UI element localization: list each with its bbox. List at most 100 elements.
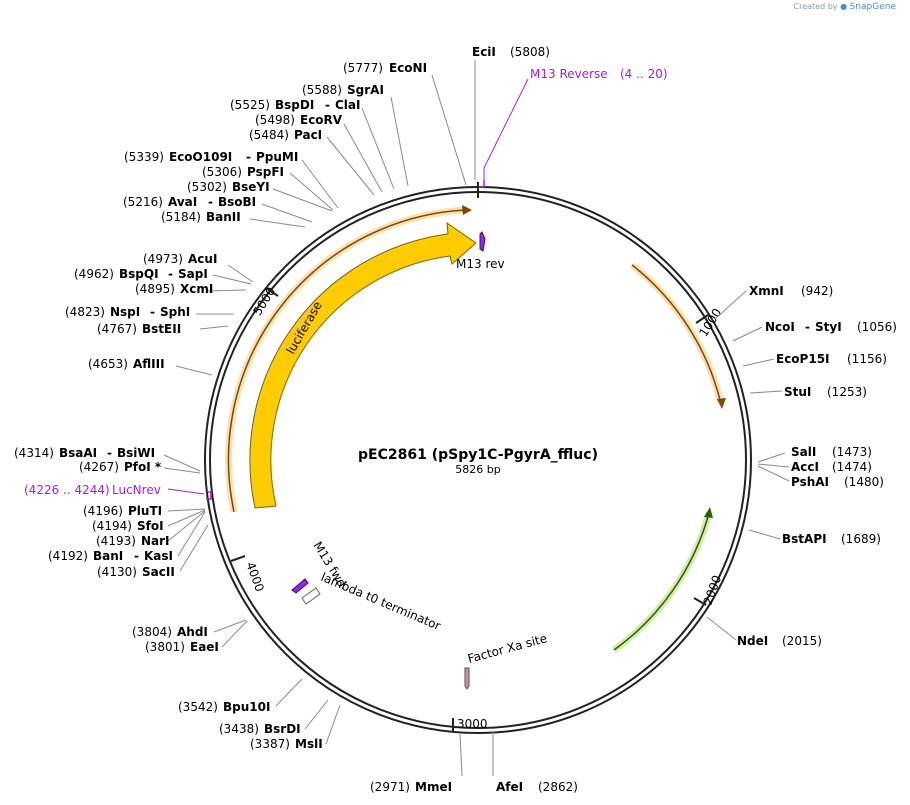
- site-pos: (5777): [343, 61, 383, 75]
- site-name: PluTI: [128, 504, 162, 518]
- tick-label-4000: 4000: [243, 560, 267, 593]
- site-pos: (4823): [65, 305, 105, 319]
- site-pos: (4314): [14, 446, 54, 460]
- site-top: EciI (5808): [472, 45, 550, 59]
- site-name: BanII: [206, 210, 241, 224]
- site-pos: (5588): [302, 83, 342, 97]
- site-name2: BsoBI: [218, 195, 256, 209]
- site-name: SfoI: [137, 519, 164, 533]
- site-pos: (4130): [97, 565, 137, 579]
- site-name2-prefix: -: [168, 267, 173, 281]
- site-pos: (5484): [249, 128, 289, 142]
- arrowhead-icon: [704, 507, 713, 518]
- site-pos: (4196): [83, 504, 123, 518]
- site-name: SalI: [791, 445, 816, 459]
- site-pos: (1056): [857, 320, 897, 334]
- site-pos: (5306): [202, 165, 242, 179]
- feature-luciferase: luciferase: [249, 221, 477, 509]
- site-pos: (5216): [123, 195, 163, 209]
- feature-label-factor-xa: Factor Xa site: [466, 631, 548, 666]
- site-name2-prefix: -: [246, 150, 251, 164]
- site-name: EcoP15I: [776, 352, 830, 366]
- site-pos: (5525): [230, 98, 270, 112]
- site-name: AccI: [791, 460, 819, 474]
- site-name: EaeI: [190, 640, 219, 654]
- site-pos: (1474): [832, 460, 872, 474]
- site-pos: (5498): [255, 113, 295, 127]
- site-pos: (5339): [124, 150, 164, 164]
- site-name: XcmI: [180, 282, 213, 296]
- site-pos: (1689): [841, 532, 881, 546]
- site-name: EcoNI: [389, 61, 427, 75]
- site-name2: StyI: [815, 320, 842, 334]
- tick-marks: [230, 182, 709, 732]
- site-name2: KasI: [144, 549, 173, 563]
- feature-m13-rev: M13 rev: [456, 231, 505, 271]
- site-name: NcoI: [765, 320, 795, 334]
- site-pos: (1480): [844, 475, 884, 489]
- site-pos: (942): [801, 284, 833, 298]
- site-name: PspFI: [247, 165, 284, 179]
- site-name: NspI: [110, 305, 140, 319]
- feature-factor-xa: Factor Xa site: [464, 631, 549, 690]
- site-pos-ecii: (5808): [510, 45, 550, 59]
- primer-m13-reverse: M13 Reverse (4 .. 20): [479, 67, 668, 188]
- site-name: AvaI: [168, 195, 197, 209]
- snapgene-credit: Created by ● SnapGene: [794, 2, 897, 12]
- site-pos: (3804): [132, 625, 172, 639]
- site-pos: (4767): [97, 322, 137, 336]
- site-pos: (4193): [96, 534, 136, 548]
- site-pos: (4194): [92, 519, 132, 533]
- site-name: PfoI *: [124, 460, 162, 474]
- site-name2: ClaI: [335, 98, 360, 112]
- site-name-ecii: EciI: [472, 45, 496, 59]
- site-pos: (3387): [250, 737, 290, 751]
- site-pos: (3542): [178, 700, 218, 714]
- site-name: AfeI: [496, 780, 523, 794]
- tick-4000: [230, 555, 246, 562]
- site-name: PacI: [294, 128, 322, 142]
- site-name: AcuI: [188, 252, 217, 266]
- site-name2-prefix: -: [150, 305, 155, 319]
- arrowhead-icon: [462, 205, 472, 215]
- plasmid-size: 5826 bp: [455, 463, 500, 476]
- site-pos: (4962): [74, 267, 114, 281]
- site-name: BsrDI: [264, 722, 301, 736]
- site-name: PshAI: [791, 475, 829, 489]
- site-name2-prefix: -: [805, 320, 810, 334]
- feature-orange-left: [224, 205, 472, 513]
- site-name: EcoRV: [300, 113, 343, 127]
- feature-label-lambda-t0: lambda t0 terminator: [319, 570, 443, 633]
- arrowhead-icon: [717, 398, 726, 409]
- primer-name-lucnrev: LucNrev: [112, 483, 161, 497]
- site-name: XmnI: [749, 284, 784, 298]
- site-pos: (1473): [832, 445, 872, 459]
- site-pos: (2862): [538, 780, 578, 794]
- site-pos: (3438): [219, 722, 259, 736]
- site-name: BspDI: [275, 98, 314, 112]
- tick-5000: [265, 287, 279, 297]
- feature-orange-right: [629, 262, 726, 409]
- site-name: BstEII: [142, 322, 181, 336]
- site-name: AhdI: [177, 625, 208, 639]
- site-name: BsaAI: [59, 446, 97, 460]
- sites-right: XmnI (942) NcoI - StyI (1056) EcoP15I (1…: [737, 284, 897, 648]
- site-pos: (3801): [145, 640, 185, 654]
- sites-bottom: (2971) MmeI AfeI (2862): [370, 780, 578, 794]
- primer-name-m13-reverse: M13 Reverse: [530, 67, 608, 81]
- site-name: AflIII: [133, 357, 165, 371]
- snapgene-logo-icon: ●: [840, 2, 848, 11]
- tick-label-3000: 3000: [457, 717, 488, 731]
- site-name: StuI: [784, 385, 811, 399]
- feature-lambda-t0-terminator: lambda t0 terminator: [301, 570, 443, 633]
- site-name: NdeI: [737, 634, 768, 648]
- sites-left: (5777) EcoNI (5588) SgrAI (5525) BspDI -…: [14, 61, 427, 751]
- site-pos: (4973): [143, 252, 183, 266]
- site-name: MmeI: [415, 780, 452, 794]
- site-pos: (5184): [161, 210, 201, 224]
- site-name: BspQI: [119, 267, 159, 281]
- site-name: EcoO109I: [169, 150, 232, 164]
- site-name2: SapI: [178, 267, 208, 281]
- site-pos: (5302): [187, 180, 227, 194]
